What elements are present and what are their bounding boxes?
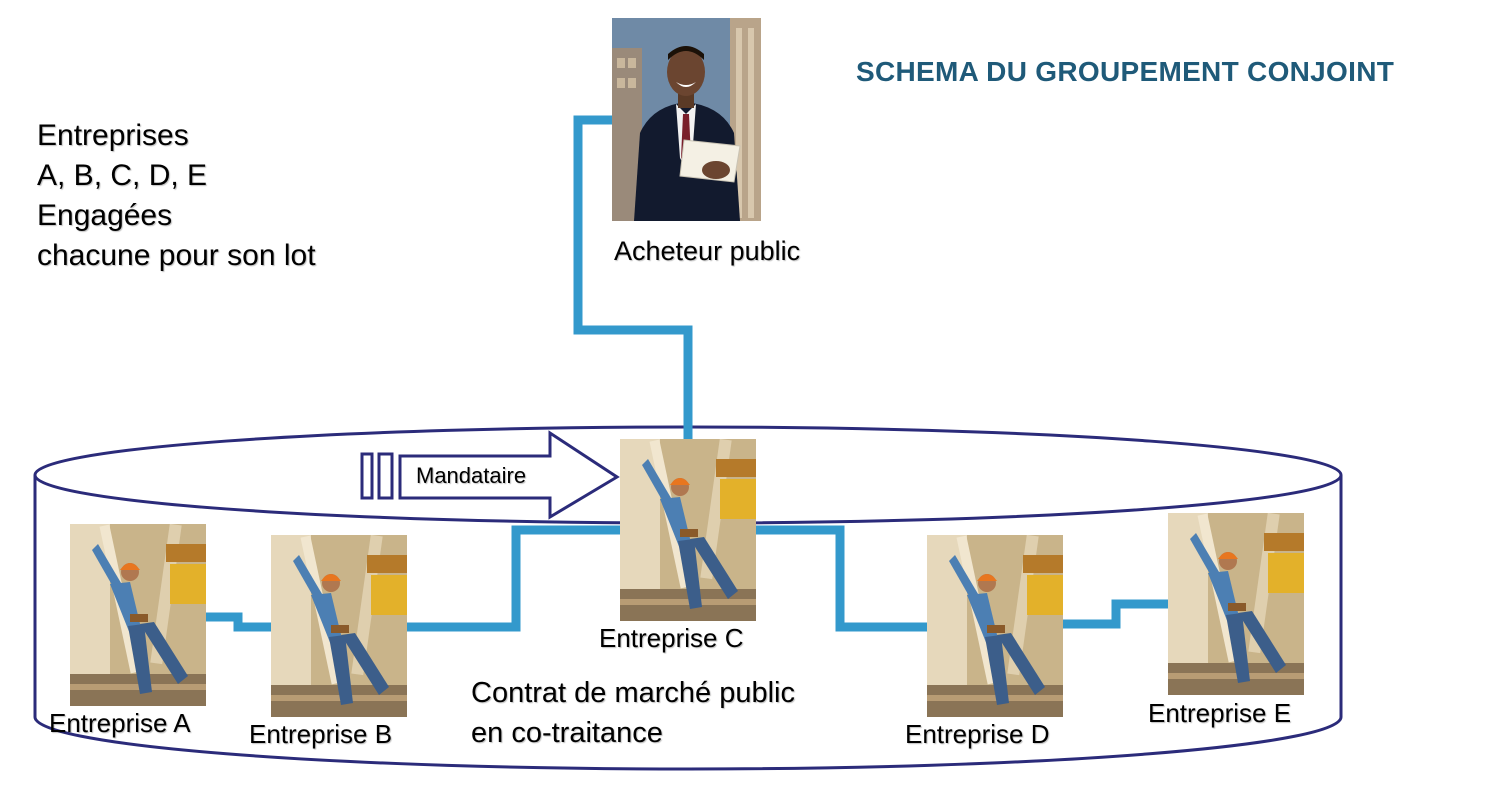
worker-photo-icon-a (70, 524, 206, 706)
worker-photo-icon-c (620, 439, 756, 621)
worker-photo-icon-d (927, 535, 1063, 717)
cylinder-body-outline (33, 475, 1343, 771)
intro-text: Entreprises A, B, C, D, E Engagées chacu… (37, 116, 316, 276)
enterprise-label-e: Entreprise E (1148, 698, 1292, 728)
connector-a-to-b (206, 612, 272, 632)
arrow-body (398, 430, 620, 520)
worker-photo-icon-b (271, 535, 407, 717)
arrow-stripe-1 (360, 452, 374, 500)
contract-text: Contrat de marché public en co-traitance (471, 673, 795, 753)
intro-line: A, B, C, D, E (37, 159, 208, 192)
enterprise-label-a: Entreprise A (49, 708, 191, 738)
intro-line: Engagées (37, 199, 173, 232)
intro-line: Entreprises (37, 119, 189, 152)
mandataire-arrow (360, 430, 620, 520)
connector-d-to-e (1063, 599, 1170, 629)
connector-c-to-d (756, 525, 928, 632)
intro-line: chacune pour son lot (37, 239, 316, 272)
buyer-label: Acheteur public (614, 236, 801, 266)
contract-line: en co-traitance (471, 717, 663, 749)
enterprise-label-b: Entreprise B (249, 719, 393, 749)
contract-line: Contrat de marché public (471, 677, 795, 709)
connectors (206, 115, 1170, 632)
enterprise-label-c: Entreprise C (599, 623, 744, 653)
connector-b-to-c (407, 525, 622, 632)
worker-photo-icon-e (1168, 513, 1304, 695)
connector-buyer-to-c (573, 115, 693, 440)
enterprise-label-d: Entreprise D (905, 719, 1050, 749)
businessman-photo-icon (612, 18, 761, 221)
arrow-stripe-2 (377, 452, 394, 500)
diagram-title: SCHEMA DU GROUPEMENT CONJOINT (856, 56, 1395, 87)
mandataire-label: Mandataire (416, 463, 527, 488)
